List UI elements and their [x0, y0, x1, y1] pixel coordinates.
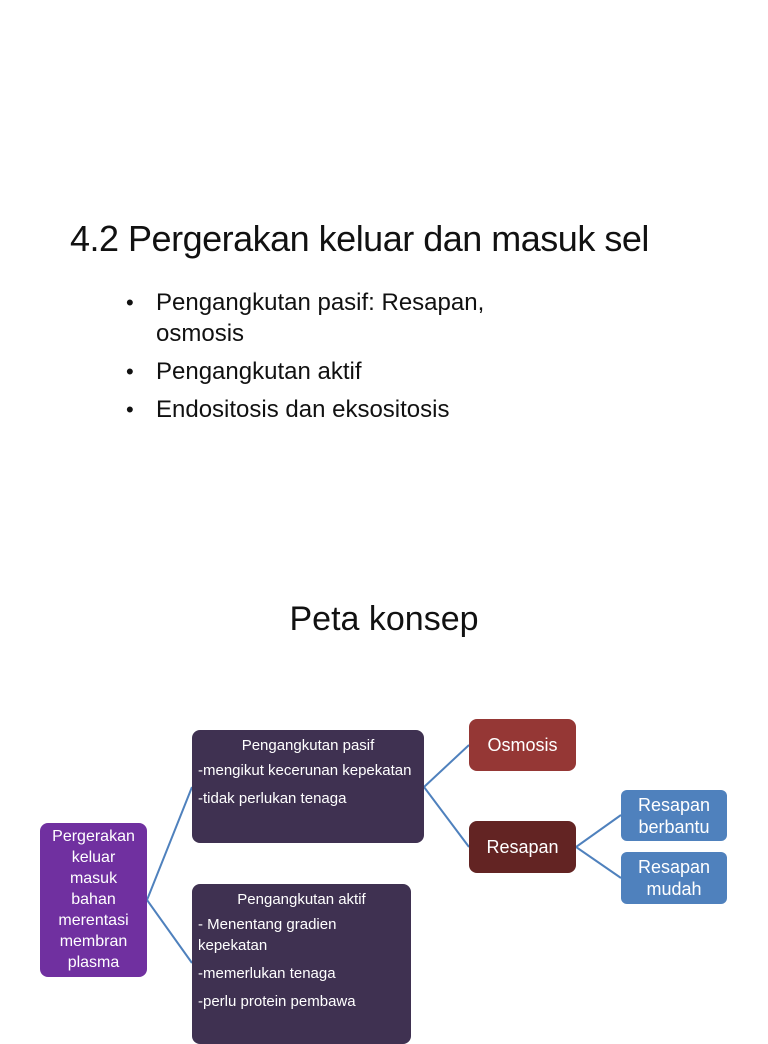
connector-resapan-children — [574, 814, 622, 879]
bullet-text: Endositosis dan eksositosis — [156, 396, 450, 423]
diffusion-label: Resapan — [486, 837, 559, 857]
facilitated-diffusion-line: Resapan — [637, 794, 711, 815]
diffusion-node: Resapan — [469, 821, 576, 873]
active-transport-node: Pengangkutan aktif - Menentang gradien k… — [192, 884, 411, 1044]
bullet-list: • Pengangkutan pasif: Resapan, osmosis • P… — [126, 287, 576, 432]
connector-pasif-children — [422, 744, 470, 848]
bullet-icon: • — [126, 290, 134, 315]
bullet-text: Pengangkutan aktif — [156, 358, 362, 385]
root-line: Pergerakan — [52, 828, 135, 845]
facilitated-diffusion-node: Resapan berbantu — [621, 790, 727, 841]
bullet-icon: • — [126, 397, 134, 422]
osmosis-node: Osmosis — [469, 719, 576, 771]
passive-transport-point: -mengikut kecerunan kepekatan — [198, 762, 412, 779]
active-transport-point: -perlu protein pembawa — [198, 993, 356, 1010]
passive-transport-point: -tidak perlukan tenaga — [198, 790, 347, 807]
bullet-item: • Pengangkutan aktif — [126, 356, 576, 387]
root-line: membran — [59, 933, 128, 950]
slide-title: 4.2 Pergerakan keluar dan masuk sel — [70, 218, 649, 259]
active-transport-point: -memerlukan tenaga — [198, 965, 336, 982]
passive-transport-header: Pengangkutan pasif — [241, 737, 375, 754]
root-line: merentasi — [58, 912, 129, 929]
bullet-item: • Endositosis dan eksositosis — [126, 394, 576, 425]
osmosis-label: Osmosis — [487, 735, 558, 755]
simple-diffusion-node: Resapan mudah — [621, 852, 727, 904]
root-node: Pergerakan keluar masuk bahan merentasi … — [40, 823, 147, 977]
root-line: bahan — [71, 891, 116, 908]
concept-map-title: Peta konsep — [289, 600, 479, 638]
simple-diffusion-line: mudah — [646, 879, 702, 899]
root-line: plasma — [67, 954, 120, 971]
bullet-icon: • — [126, 359, 134, 384]
bullet-text: Pengangkutan pasif: Resapan, osmosis — [156, 289, 485, 347]
active-transport-point: - Menentang gradien kepekatan — [198, 916, 337, 954]
bullet-item: • Pengangkutan pasif: Resapan, osmosis — [126, 287, 576, 349]
connector-root-pasif — [145, 786, 193, 964]
passive-transport-node: Pengangkutan pasif -mengikut kecerunan k… — [192, 730, 424, 843]
simple-diffusion-line: Resapan — [637, 857, 711, 877]
root-line: masuk — [69, 870, 118, 887]
facilitated-diffusion-line: berbantu — [638, 816, 710, 837]
root-line: keluar — [71, 849, 116, 866]
active-transport-header: Pengangkutan aktif — [237, 891, 366, 908]
